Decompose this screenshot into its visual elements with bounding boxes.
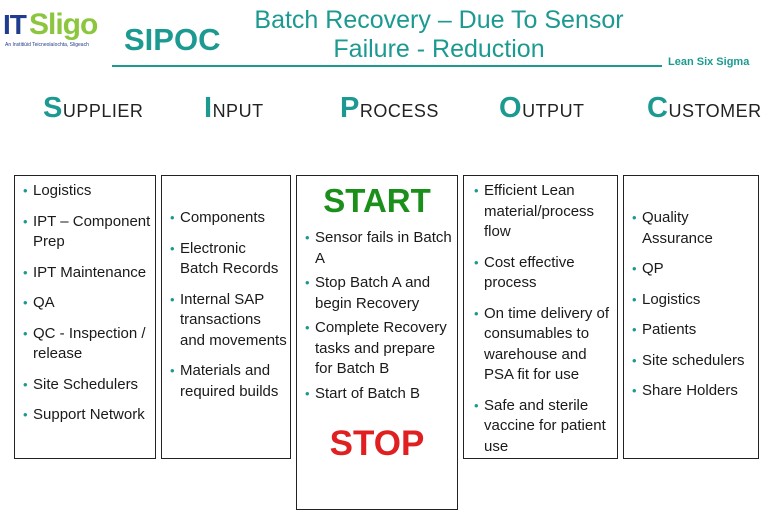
list-item: Electronic Batch Records [166, 239, 288, 280]
start-label: START [323, 182, 431, 219]
list-item: QA [19, 293, 153, 314]
column-header-process: PROCESS [340, 92, 439, 125]
logo-it: IT [3, 9, 27, 40]
title-line-1: Batch Recovery – Due To Sensor [254, 6, 624, 34]
list-item: Site schedulers [628, 351, 756, 372]
list-item: Sensor fails in Batch A [301, 228, 453, 269]
logo-sligo: Sligo [29, 8, 98, 41]
list-item: Share Holders [628, 381, 756, 402]
header-rest: UTPUT [522, 101, 585, 121]
customer-box: Quality Assurance QP Logistics Patients … [623, 175, 759, 459]
column-header-output: OUTPUT [499, 92, 585, 125]
title-divider [112, 65, 662, 67]
list-item: Patients [628, 320, 756, 341]
list-item: Materials and required builds [166, 361, 288, 402]
list-item: Safe and sterile vaccine for patient use [470, 396, 615, 458]
list-item: Quality Assurance [628, 208, 756, 249]
title-line-2: Failure - Reduction [333, 35, 545, 63]
column-header-customer: CUSTOMER [647, 92, 762, 125]
list-item: Components [166, 208, 288, 229]
header-initial: I [204, 92, 213, 124]
header-initial: P [340, 92, 360, 124]
header-initial: S [43, 92, 63, 124]
list-item: Stop Batch A and begin Recovery [301, 273, 453, 314]
list-item: Cost effective process [470, 253, 615, 294]
lean-six-sigma-label: Lean Six Sigma [668, 56, 750, 68]
list-item: Site Schedulers [19, 375, 153, 396]
list-item: QP [628, 259, 756, 280]
output-box: Efficient Lean material/process flow Cos… [463, 175, 618, 459]
list-item: IPT – Component Prep [19, 212, 153, 253]
header-rest: ROCESS [359, 101, 439, 121]
list-item: Support Network [19, 405, 153, 426]
list-item: QC - Inspection / release [19, 324, 153, 365]
column-header-supplier: SUPPLIER [43, 92, 143, 125]
it-sligo-logo: IT Sligo An Institiúid Teicneolaíochta, … [3, 10, 113, 50]
page-title: Batch Recovery – Due To Sensor Failure -… [224, 6, 654, 64]
list-item: Logistics [19, 181, 153, 202]
list-item: Logistics [628, 290, 756, 311]
header-rest: NPUT [212, 101, 264, 121]
header-rest: UPPLIER [62, 101, 144, 121]
input-box: Components Electronic Batch Records Inte… [161, 175, 291, 459]
stop-label: STOP [329, 424, 425, 463]
list-item: Efficient Lean material/process flow [470, 181, 615, 243]
supplier-box: Logistics IPT – Component Prep IPT Maint… [14, 175, 156, 459]
list-item: Complete Recovery tasks and prepare for … [301, 318, 453, 380]
list-item: Start of Batch B [301, 384, 453, 405]
column-header-input: INPUT [204, 92, 264, 125]
list-item: IPT Maintenance [19, 263, 153, 284]
process-box: START Sensor fails in Batch A Stop Batch… [296, 175, 458, 510]
header-rest: USTOMER [668, 101, 762, 121]
list-item: On time delivery of consumables to wareh… [470, 304, 615, 386]
list-item: Internal SAP transactions and movements [166, 290, 288, 352]
logo-tagline: An Institiúid Teicneolaíochta, Sligeach [5, 42, 89, 48]
sipoc-label: SIPOC [124, 22, 221, 57]
header-initial: C [647, 92, 669, 124]
header-initial: O [499, 92, 523, 124]
